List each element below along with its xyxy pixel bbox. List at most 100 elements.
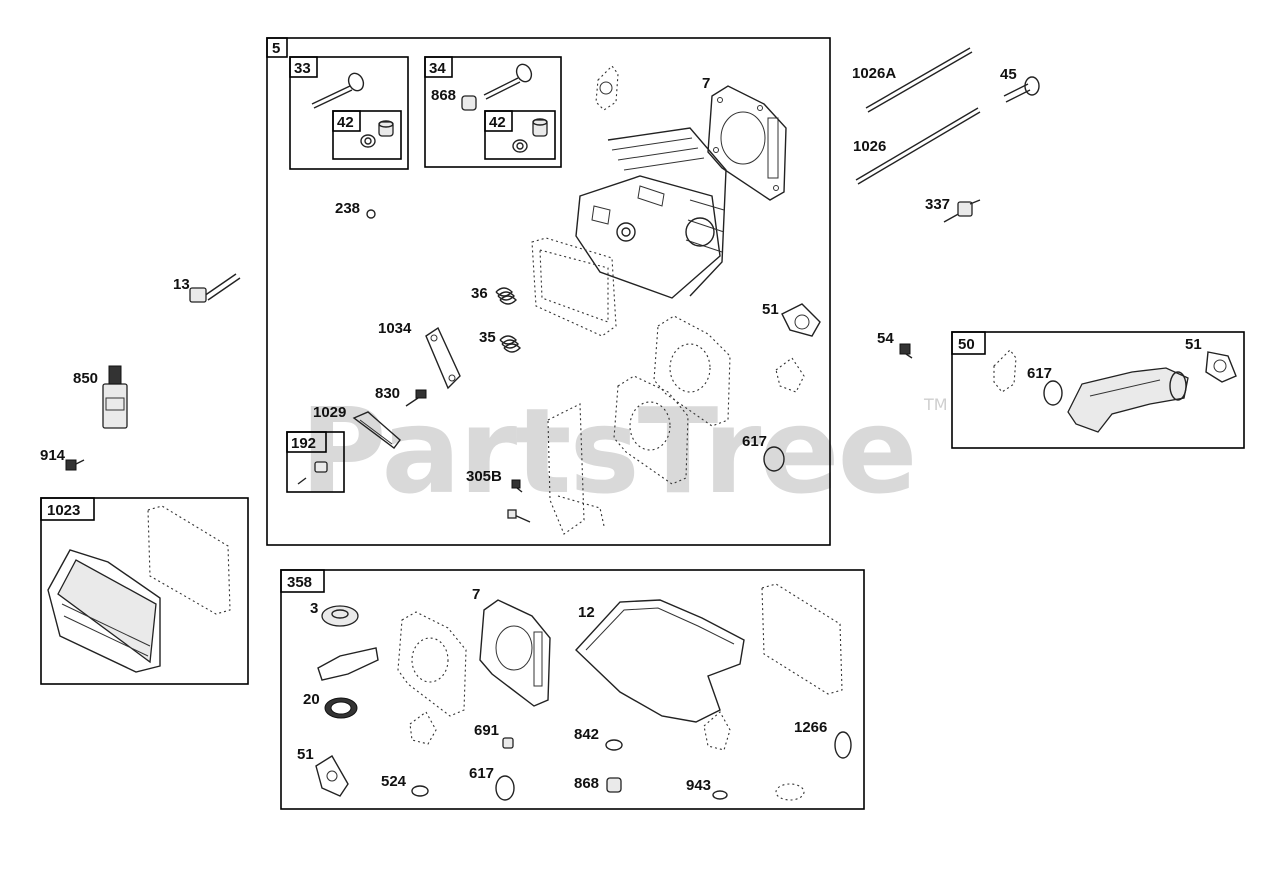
callout-337[interactable]: 337 — [925, 196, 950, 213]
callout-51-c[interactable]: 51 — [297, 746, 314, 763]
o-ring-617-c-icon[interactable] — [495, 775, 515, 801]
head-gasket-358-ghost-icon[interactable] — [397, 611, 467, 717]
bolt-305b-icon[interactable] — [507, 479, 531, 523]
group-358-tag[interactable]: 358 — [287, 574, 312, 591]
air-guide-icon[interactable] — [547, 403, 605, 535]
group-42b-tag[interactable]: 42 — [489, 114, 506, 131]
adjuster-nut-icon[interactable] — [297, 461, 328, 485]
callout-617-a[interactable]: 617 — [742, 433, 767, 450]
manifold-flange-gasket-icon[interactable] — [1205, 351, 1237, 383]
seal-842-icon[interactable] — [605, 739, 623, 751]
callout-868-b[interactable]: 868 — [574, 775, 599, 792]
callout-1029[interactable]: 1029 — [313, 404, 346, 421]
callout-36[interactable]: 36 — [471, 285, 488, 302]
cylinder-head-icon[interactable] — [575, 127, 727, 299]
plug-icon[interactable] — [366, 209, 376, 219]
rocker-plate-icon[interactable] — [425, 326, 461, 390]
callout-7-b[interactable]: 7 — [472, 586, 480, 603]
exhaust-manifold-icon[interactable] — [1067, 367, 1189, 433]
callout-1034[interactable]: 1034 — [378, 320, 412, 337]
exhaust-gasket-51-icon[interactable] — [781, 303, 821, 337]
callout-914[interactable]: 914 — [40, 447, 66, 464]
callout-617-c[interactable]: 617 — [469, 765, 494, 782]
sealant-tube-icon[interactable] — [102, 365, 128, 429]
group-5-tag[interactable]: 5 — [272, 40, 280, 57]
o-ring-icon[interactable] — [763, 446, 785, 472]
group-192-tag[interactable]: 192 — [291, 435, 316, 452]
group-34-tag[interactable]: 34 — [429, 60, 446, 77]
exhaust-valve-icon[interactable] — [461, 62, 534, 111]
callout-1026A[interactable]: 1026A — [852, 65, 896, 82]
callout-617-b[interactable]: 617 — [1027, 365, 1052, 382]
callout-12[interactable]: 12 — [578, 604, 595, 621]
head-gasket-icon[interactable] — [707, 85, 787, 201]
valve-seal-icon-2[interactable] — [512, 118, 548, 153]
screw-914-icon[interactable] — [65, 459, 85, 471]
valve-cover-gasket-icon[interactable] — [531, 237, 617, 337]
push-rod-a-icon[interactable] — [865, 47, 973, 113]
callout-51-a[interactable]: 51 — [762, 301, 779, 318]
callout-830[interactable]: 830 — [375, 385, 400, 402]
watermark: PartsTree — [300, 382, 916, 520]
group-42a-tag[interactable]: 42 — [337, 114, 354, 131]
o-ring-617-b-icon[interactable] — [1043, 380, 1063, 406]
rocker-stud-icon[interactable] — [405, 389, 427, 407]
callout-868-a[interactable]: 868 — [431, 87, 456, 104]
breather-valve-icon[interactable] — [943, 199, 981, 223]
exhaust-gasket-358-icon[interactable] — [315, 755, 349, 797]
seal-524-icon[interactable] — [411, 785, 429, 797]
callout-850[interactable]: 850 — [73, 370, 98, 387]
rocker-arm-icon[interactable] — [352, 411, 401, 449]
oil-seal-3-icon[interactable] — [321, 605, 359, 627]
exhaust-gasket-icon[interactable] — [595, 65, 619, 111]
group-358-tag-box — [280, 569, 325, 593]
o-ring-ghost-icon[interactable] — [775, 783, 805, 801]
small-gasket-358-icon[interactable] — [409, 711, 437, 745]
callout-54[interactable]: 54 — [877, 330, 894, 347]
o-ring-1266-icon[interactable] — [834, 731, 852, 759]
group-50-tag[interactable]: 50 — [958, 336, 975, 353]
oil-seal-20-icon[interactable] — [324, 697, 358, 719]
head-gasket-358-icon[interactable] — [479, 599, 551, 707]
callout-45[interactable]: 45 — [1000, 66, 1017, 83]
callout-305B[interactable]: 305B — [466, 468, 502, 485]
callout-1026[interactable]: 1026 — [853, 138, 886, 155]
nut-691-icon[interactable] — [502, 737, 514, 749]
valve-cover-gasket-358-icon[interactable] — [761, 583, 843, 695]
valve-cover-icon[interactable] — [47, 549, 161, 673]
callout-51-b[interactable]: 51 — [1185, 336, 1202, 353]
head-gasket-ghost-icon[interactable] — [613, 315, 731, 485]
crankcase-gasket-icon[interactable] — [575, 599, 745, 723]
callout-1266[interactable]: 1266 — [794, 719, 827, 736]
valve-cover-gasket-1023-icon[interactable] — [147, 505, 231, 615]
screw-54-icon[interactable] — [899, 343, 913, 359]
group-42a-frame — [332, 110, 402, 160]
group-33-frame — [289, 56, 409, 170]
valve-spring-icon[interactable] — [495, 287, 517, 305]
breather-gasket-icon[interactable] — [317, 647, 379, 681]
intake-valve-icon[interactable] — [311, 71, 366, 109]
push-rod-icon[interactable] — [855, 107, 981, 185]
tappet-icon[interactable] — [1003, 76, 1040, 103]
callout-238[interactable]: 238 — [335, 200, 360, 217]
callout-524[interactable]: 524 — [381, 773, 407, 790]
valve-spring-icon-2[interactable] — [499, 335, 521, 353]
valve-seal-868-icon[interactable] — [606, 777, 622, 793]
small-gasket-ghost-icon[interactable] — [775, 357, 805, 393]
flange-bolt-icon[interactable] — [189, 273, 241, 303]
callout-3[interactable]: 3 — [310, 600, 318, 617]
group-1023-tag[interactable]: 1023 — [47, 502, 80, 519]
group-34-frame — [424, 56, 562, 168]
callout-35[interactable]: 35 — [479, 329, 496, 346]
callout-943[interactable]: 943 — [686, 777, 711, 794]
callout-13[interactable]: 13 — [173, 276, 190, 293]
valve-seal-icon[interactable] — [360, 120, 394, 148]
exhaust-gasket-358-ghost-icon[interactable] — [703, 711, 731, 751]
callout-842[interactable]: 842 — [574, 726, 599, 743]
callout-20[interactable]: 20 — [303, 691, 320, 708]
group-33-tag[interactable]: 33 — [294, 60, 311, 77]
seal-943-icon[interactable] — [712, 790, 728, 800]
callout-691[interactable]: 691 — [474, 722, 499, 739]
callout-7-a[interactable]: 7 — [702, 75, 710, 92]
manifold-gasket-icon[interactable] — [993, 349, 1017, 393]
